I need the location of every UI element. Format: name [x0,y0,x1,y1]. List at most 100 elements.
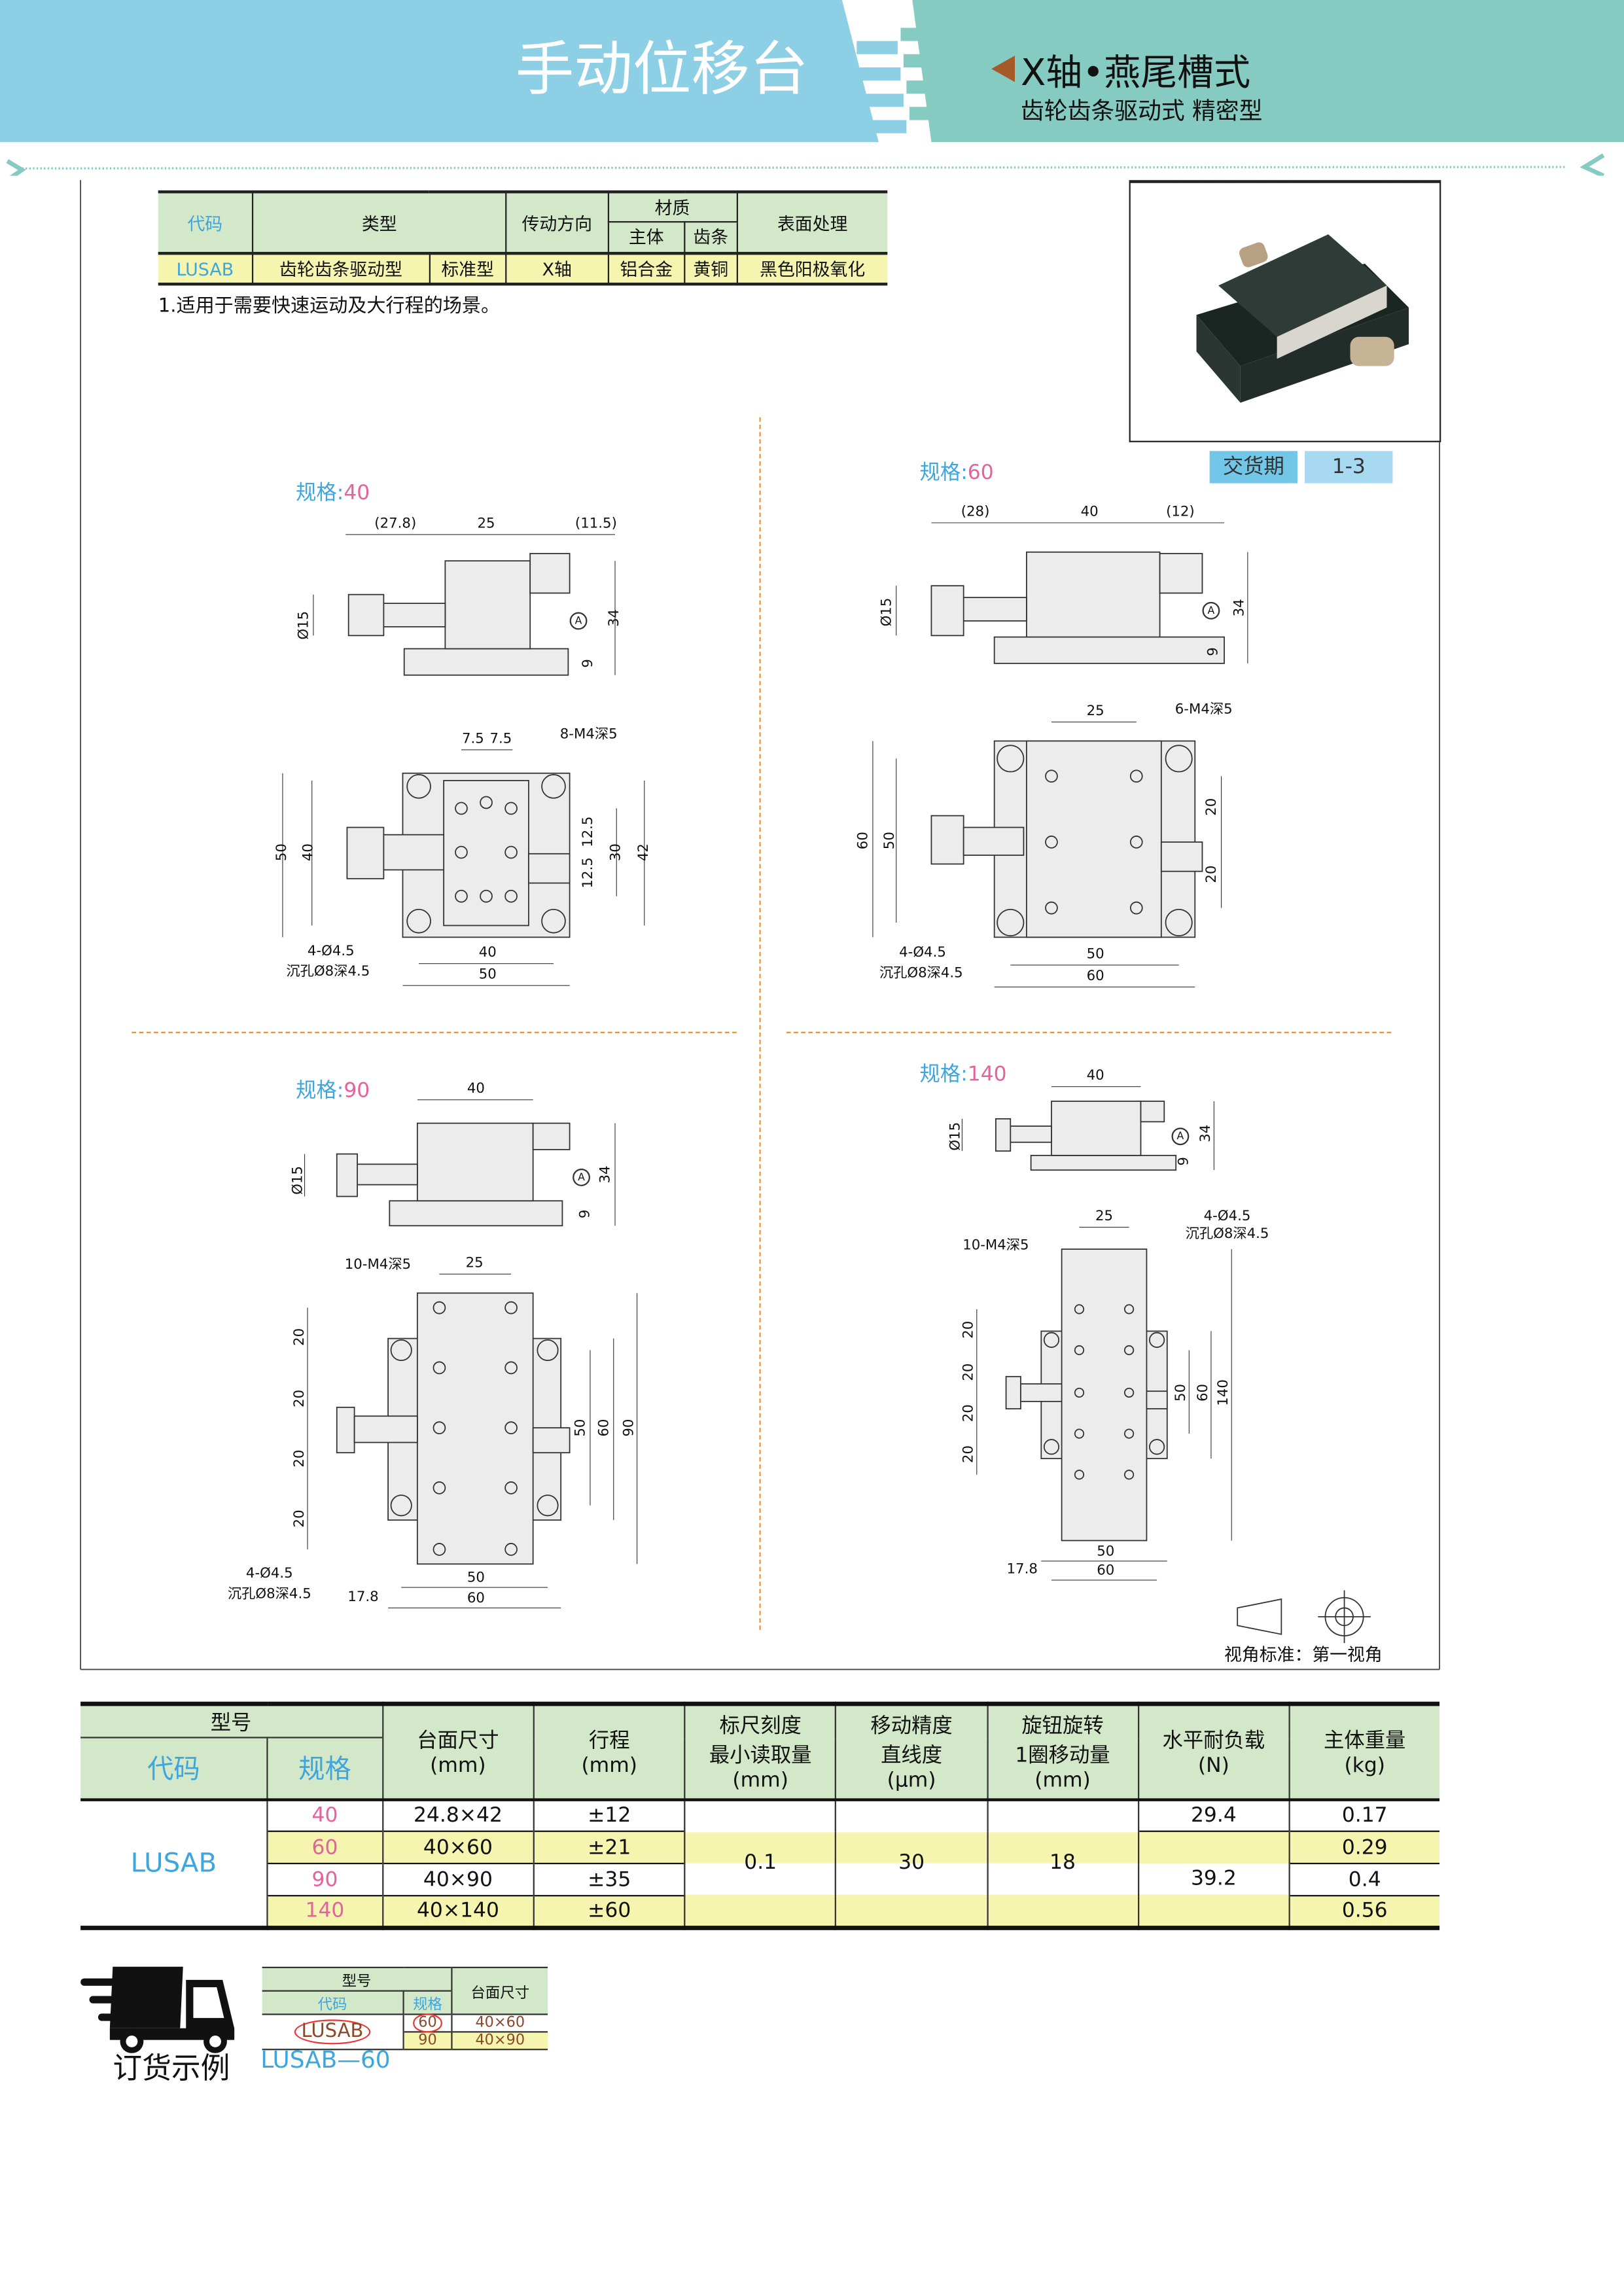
dim-label: 20 [961,1320,978,1339]
dim-label: 60 [596,1419,613,1437]
drawing-40-title: 规格:40 [296,482,370,506]
view-standard: 视角标准：第一视角 [1224,1644,1383,1665]
dim-label: (27.8) [374,516,417,532]
dim-label: 10-M4深5 [344,1256,412,1273]
dim-label: 沉孔Ø8深4.5 [227,1586,311,1603]
dim-label: 25 [477,516,495,532]
drawing-60-title: 规格:60 [919,461,994,485]
usage-note: 1.适用于需要快速运动及大行程的场景。 [158,296,501,318]
dim-label: (12) [1166,504,1195,521]
header-banner [0,0,1624,176]
dim-label: (28) [961,504,990,521]
dim-label: 60 [467,1591,485,1607]
dim-label: 34 [1198,1124,1214,1142]
dim-label: 50 [467,1570,485,1587]
dim-label: 40 [478,945,497,961]
dim-label: 20 [291,1328,308,1346]
dim-label: 20 [291,1449,308,1468]
dim-label: 40 [467,1081,485,1097]
delivery-label: 交货期 [1209,451,1297,484]
drawing-90-title: 规格:90 [296,1079,370,1103]
dim-label: 20 [961,1404,978,1422]
dim-label: 50 [1173,1383,1190,1402]
dim-label: 沉孔Ø8深4.5 [286,964,370,980]
dim-label: 30 [608,843,624,862]
dim-label: 12.5 [580,816,597,847]
datum-a-marker: A [573,1169,590,1186]
dim-label: Ø15 [290,1165,307,1195]
dim-label: 50 [881,832,898,850]
datum-a-marker: A [1202,601,1220,620]
dim-label: 沉孔Ø8深4.5 [879,965,963,982]
dim-label: 25 [1086,703,1104,720]
dim-label: 7.5 [489,731,512,747]
dim-label: 50 [1086,946,1104,963]
dim-label: Ø15 [879,597,896,627]
dim-label: 4-Ø4.5 [245,1566,293,1582]
drawing-90-plan-view [336,1292,571,1565]
datum-a-marker: A [1171,1127,1190,1146]
subtitle: X轴•燕尾槽式 [1020,51,1251,94]
drawing-40-plan-view [346,772,571,938]
dim-label: 50 [274,843,291,862]
dim-label: (11.5) [574,516,617,532]
model-spec-table: 型号 台面尺寸(mm) 行程(mm) 标尺刻度最小读取量(mm) 移动精度直线度… [80,1701,1440,1930]
drawing-90-side-view [336,1122,571,1227]
dim-label: 40 [1080,504,1099,521]
order-example-result: LUSAB—60 [260,2045,391,2074]
drawing-40-side-view [347,553,571,676]
dim-label: 12.5 [580,857,597,889]
dim-label: 20 [291,1389,308,1407]
subtitle-type: 齿轮齿条驱动式 精密型 [1020,96,1263,125]
dim-label: 20 [961,1363,978,1381]
order-example-label: 订货示例 [113,2050,230,2086]
drawing-140-title: 规格:140 [919,1063,1007,1087]
arrow-icon [991,56,1015,82]
dim-label: 60 [1086,968,1104,985]
view-symbol-icon [1237,1590,1371,1644]
dim-label: 42 [635,843,652,862]
dim-label: 90 [621,1419,638,1437]
dimension-lines [282,522,1248,1608]
dim-label: 34 [1231,599,1248,617]
drawing-60-side-view [930,551,1225,664]
dim-label: 20 [961,1445,978,1463]
chevron-left-deco-icon [6,159,26,176]
dim-label: 60 [855,832,872,850]
dim-label: 6-M4深5 [1174,701,1233,718]
dim-label: 40 [1086,1068,1104,1084]
dim-label: 沉孔Ø8深4.5 [1185,1226,1269,1243]
drawing-60-plan-view [930,740,1203,938]
dim-label: 50 [478,966,497,983]
dim-label: 17.8 [347,1589,379,1606]
dim-label: 25 [465,1255,484,1272]
dim-label: 20 [291,1510,308,1528]
dim-label: 34 [597,1165,614,1184]
dim-label: 60 [1097,1563,1115,1580]
dim-label: 4-Ø4.5 [307,943,355,960]
dim-label: 17.8 [1006,1561,1038,1578]
drawing-140-plan-view [1005,1248,1168,1542]
chevron-right-deco-icon [1580,153,1605,176]
dim-label: 60 [1195,1383,1212,1402]
dim-label: 7.5 [461,731,484,747]
dim-label: 20 [1204,865,1220,883]
page-title: 手动位移台 [515,36,809,104]
dim-label: 9 [1205,647,1222,656]
product-photo [1129,180,1441,442]
dim-label: 25 [1095,1208,1114,1225]
dim-label: 9 [1176,1157,1193,1166]
delivery-truck-icon [80,1966,235,2053]
dim-label: 10-M4深5 [962,1237,1029,1254]
dim-label: 4-Ø4.5 [1203,1208,1251,1225]
dim-label: 50 [1097,1544,1115,1561]
dim-label: 40 [300,843,317,862]
dim-label: Ø15 [947,1122,964,1151]
dim-label: 140 [1216,1379,1232,1406]
dim-label: 9 [580,659,597,668]
